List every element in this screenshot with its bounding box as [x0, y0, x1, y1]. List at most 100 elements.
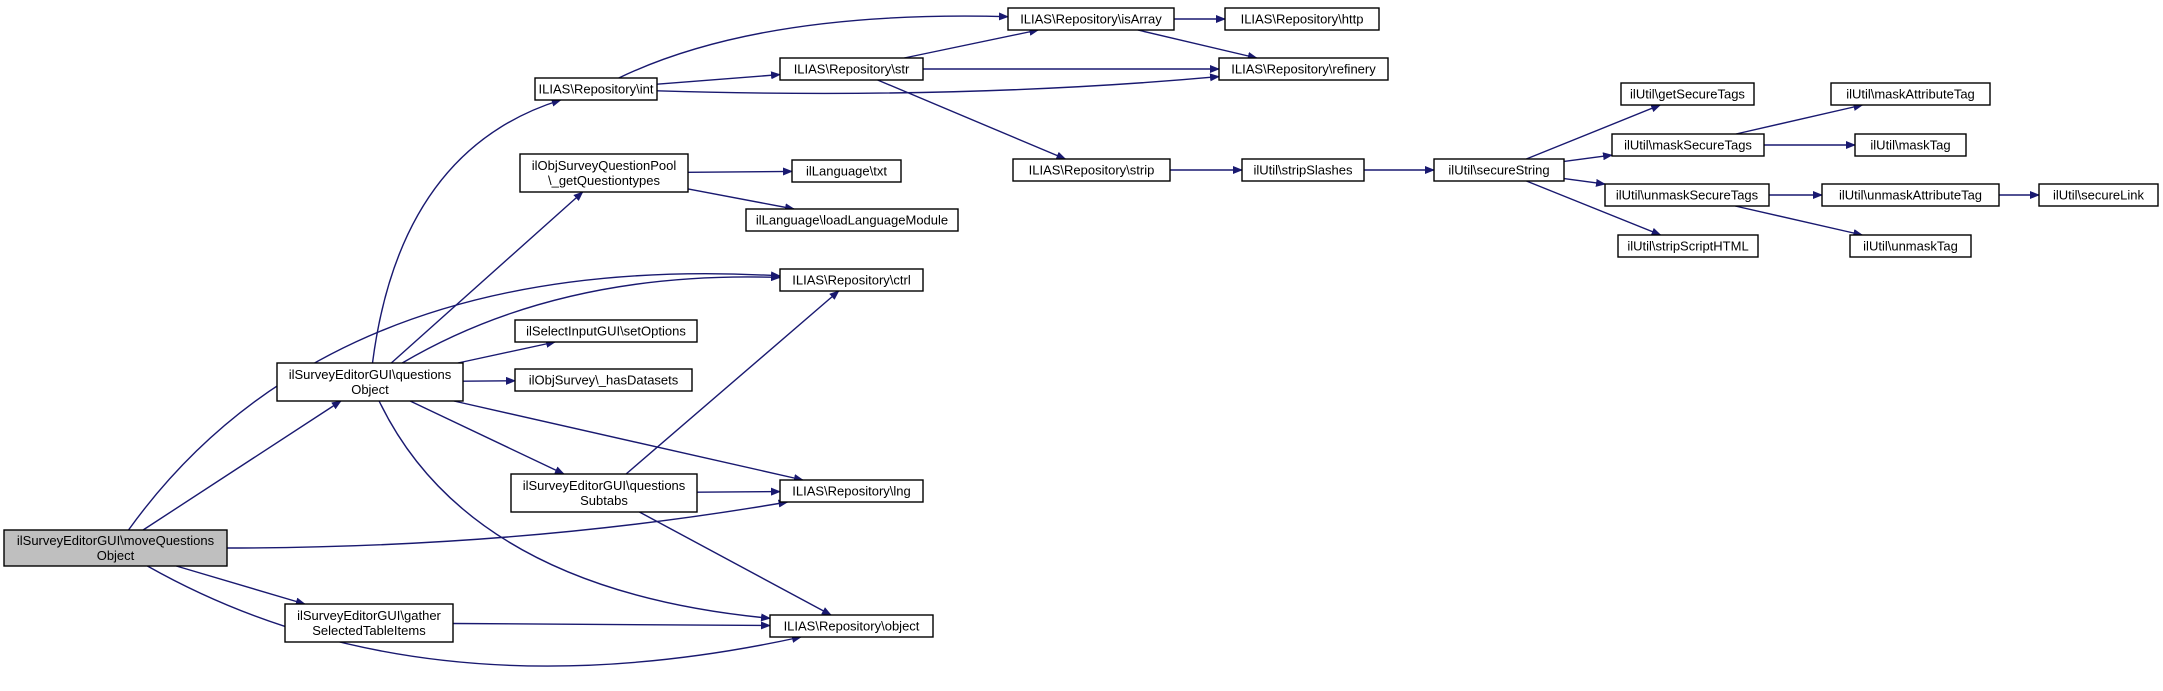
node-box — [779, 479, 924, 503]
node-label: ilObjSurveyQuestionPool — [532, 158, 677, 173]
edge-questionsObject-to-repoLng — [453, 400, 804, 482]
node-secureString[interactable]: ilUtil\secureString — [1433, 158, 1565, 182]
edge-questionsSubtabs-to-repoCtrl — [625, 290, 840, 475]
edge-secureString-to-maskSecureTags — [1563, 152, 1613, 163]
node-label: ilLanguage\txt — [806, 164, 887, 179]
node-repoLng[interactable]: ILIAS\Repository\lng — [779, 479, 924, 503]
node-label: Object — [97, 548, 135, 563]
node-gatherSelected[interactable]: ilSurveyEditorGUI\gatherSelectedTableIte… — [284, 603, 454, 643]
node-hasDatasets[interactable]: ilObjSurvey\_hasDatasets — [514, 368, 693, 392]
node-unmaskAttributeTag[interactable]: ilUtil\unmaskAttributeTag — [1821, 183, 2000, 207]
edge-questionsSubtabs-to-repoLng — [696, 487, 781, 496]
edge-questionsObject-to-getQuestiontypes — [390, 191, 584, 364]
edge-repoStr-to-repoIsArray — [904, 27, 1040, 59]
node-setOptions[interactable]: ilSelectInputGUI\setOptions — [514, 319, 698, 343]
edge-gatherSelected-to-repoObject — [452, 621, 771, 630]
edge-questionsObject-to-repoObject — [378, 400, 771, 622]
node-box — [1611, 133, 1765, 157]
node-label: ilUtil\getSecureTags — [1630, 87, 1745, 102]
node-box — [514, 319, 698, 343]
node-label: ilUtil\secureLink — [2053, 188, 2145, 203]
node-label: ILIAS\Repository\int — [539, 82, 654, 97]
node-loadLangModule[interactable]: ilLanguage\loadLanguageModule — [745, 208, 959, 232]
node-label: ILIAS\Repository\lng — [792, 484, 911, 499]
node-box — [1620, 82, 1755, 106]
edges-layer — [127, 12, 2040, 667]
node-stripScriptHTML[interactable]: ilUtil\stripScriptHTML — [1617, 234, 1759, 258]
node-label: SelectedTableItems — [312, 623, 426, 638]
node-box — [769, 614, 934, 638]
node-label: ilSurveyEditorGUI\questions — [289, 367, 452, 382]
edge-getQuestiontypes-to-loadLangModule — [687, 188, 795, 212]
node-label: ilSelectInputGUI\setOptions — [526, 324, 686, 339]
node-repoRefinery[interactable]: ILIAS\Repository\refinery — [1218, 57, 1389, 81]
edge-moveQuestions-to-repoObject — [147, 565, 802, 667]
node-box — [779, 57, 924, 81]
edge-questionsObject-to-repoInt — [371, 98, 562, 364]
node-box — [745, 208, 959, 232]
node-box — [1007, 7, 1175, 31]
node-repoInt[interactable]: ILIAS\Repository\int — [534, 77, 658, 101]
node-box — [1604, 183, 1770, 207]
node-label: Subtabs — [580, 493, 628, 508]
node-unmaskSecureTags[interactable]: ilUtil\unmaskSecureTags — [1604, 183, 1770, 207]
node-box — [1821, 183, 2000, 207]
edge-secureString-to-unmaskSecureTags — [1563, 177, 1606, 187]
node-label: ilUtil\unmaskAttributeTag — [1839, 188, 1982, 203]
node-label: ilUtil\secureString — [1448, 163, 1549, 178]
edge-secureString-to-stripScriptHTML — [1526, 180, 1662, 236]
edge-questionsObject-to-questionsSubtabs — [409, 400, 565, 475]
node-box — [514, 368, 693, 392]
node-label: ILIAS\Repository\refinery — [1231, 62, 1376, 77]
node-repoIsArray[interactable]: ILIAS\Repository\isArray — [1007, 7, 1175, 31]
node-label: ILIAS\Repository\http — [1241, 12, 1364, 27]
node-box — [519, 153, 689, 193]
node-label: \_getQuestiontypes — [548, 173, 661, 188]
edge-repoInt-to-repoRefinery — [656, 73, 1220, 95]
node-label: ilUtil\maskSecureTags — [1624, 138, 1752, 153]
node-repoHttp[interactable]: ILIAS\Repository\http — [1224, 7, 1380, 31]
node-label: ILIAS\Repository\str — [794, 62, 910, 77]
edge-repoInt-to-repoIsArray — [618, 12, 1009, 79]
node-maskAttributeTag[interactable]: ilUtil\maskAttributeTag — [1830, 82, 1991, 106]
node-maskTag[interactable]: ilUtil\maskTag — [1854, 133, 1967, 157]
node-label: ilLanguage\loadLanguageModule — [756, 213, 948, 228]
edge-maskSecureTags-to-maskAttributeTag — [1735, 103, 1864, 135]
node-box — [1849, 234, 1972, 258]
edge-getQuestiontypes-to-langTxt — [687, 167, 793, 176]
node-label: ilSurveyEditorGUI\questions — [523, 478, 686, 493]
node-getSecureTags[interactable]: ilUtil\getSecureTags — [1620, 82, 1755, 106]
node-repoStr[interactable]: ILIAS\Repository\str — [779, 57, 924, 81]
node-langTxt[interactable]: ilLanguage\txt — [791, 159, 902, 183]
node-stripSlashes[interactable]: ilUtil\stripSlashes — [1241, 158, 1365, 182]
node-label: ilUtil\stripScriptHTML — [1627, 239, 1748, 254]
node-secureLink[interactable]: ilUtil\secureLink — [2038, 183, 2159, 207]
node-box — [1433, 158, 1565, 182]
node-box — [1854, 133, 1967, 157]
node-box — [791, 159, 902, 183]
node-label: ilUtil\stripSlashes — [1254, 163, 1353, 178]
edge-moveQuestions-to-repoLng — [226, 499, 789, 549]
node-label: ILIAS\Repository\strip — [1029, 163, 1155, 178]
edge-questionsObject-to-setOptions — [457, 339, 557, 364]
node-repoObject[interactable]: ILIAS\Repository\object — [769, 614, 934, 638]
node-label: ILIAS\Repository\ctrl — [792, 273, 911, 288]
node-label: Object — [351, 382, 389, 397]
edge-secureString-to-getSecureTags — [1526, 104, 1662, 160]
node-repoStrip[interactable]: ILIAS\Repository\strip — [1012, 158, 1171, 182]
edge-questionsSubtabs-to-repoObject — [639, 511, 832, 616]
node-repoCtrl[interactable]: ILIAS\Repository\ctrl — [779, 268, 924, 292]
node-box — [510, 473, 698, 513]
node-unmaskTag[interactable]: ilUtil\unmaskTag — [1849, 234, 1972, 258]
node-box — [3, 529, 228, 567]
node-maskSecureTags[interactable]: ilUtil\maskSecureTags — [1611, 133, 1765, 157]
node-getQuestiontypes[interactable]: ilObjSurveyQuestionPool\_getQuestiontype… — [519, 153, 689, 193]
node-box — [1012, 158, 1171, 182]
node-label: ilObjSurvey\_hasDatasets — [529, 373, 679, 388]
node-box — [534, 77, 658, 101]
